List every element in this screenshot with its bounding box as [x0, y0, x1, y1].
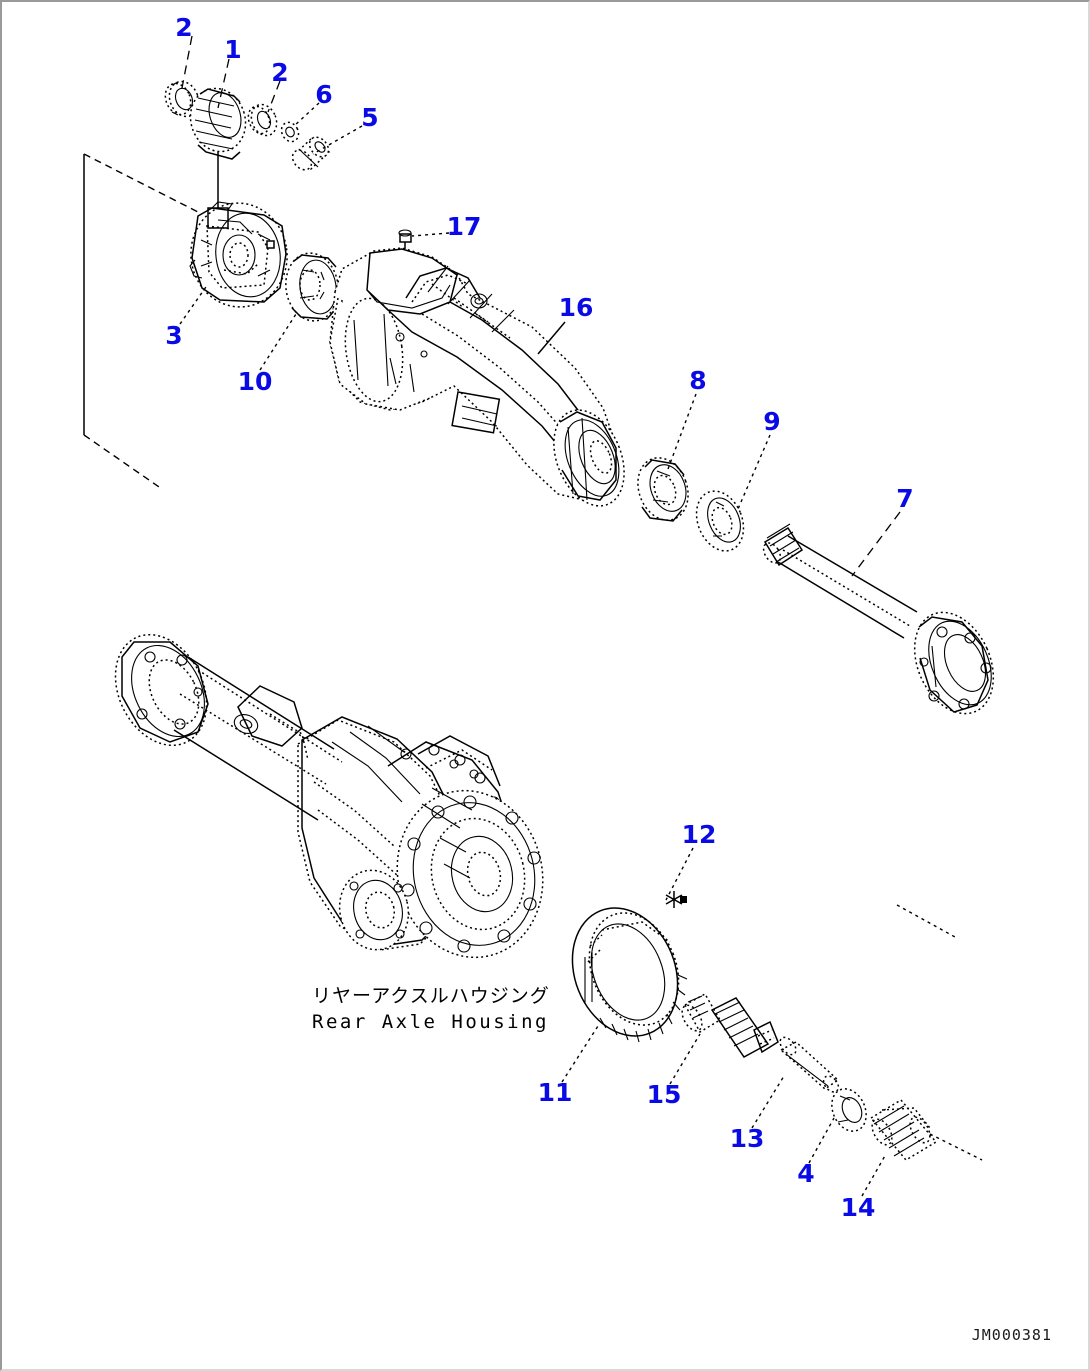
part-shaft-pin	[779, 1036, 840, 1093]
asterisk-marker	[665, 891, 683, 908]
callout-15[interactable]: 15	[647, 1080, 682, 1109]
part-pinion-shaft	[681, 992, 779, 1058]
callout-5[interactable]: 5	[361, 103, 378, 132]
caption-japanese: リヤーアクスルハウジング	[312, 985, 550, 1007]
callout-2b[interactable]: 2	[271, 58, 288, 87]
callout-11[interactable]: 11	[538, 1078, 573, 1107]
callout-6[interactable]: 6	[315, 80, 332, 109]
part-spacer-sleeve	[291, 135, 331, 171]
callout-1[interactable]: 1	[224, 35, 241, 64]
caption-english: Rear Axle Housing	[312, 1011, 549, 1033]
part-drive-pinion-gear	[189, 87, 247, 220]
callout-2a[interactable]: 2	[175, 13, 192, 42]
callout-12[interactable]: 12	[682, 820, 717, 849]
part-bearing-cone	[637, 457, 689, 522]
part-washer	[831, 1088, 867, 1132]
part-collar	[280, 121, 300, 143]
part-axle-housing-assembly	[329, 247, 625, 507]
callout-16[interactable]: 16	[559, 293, 594, 322]
reference-frame	[83, 153, 199, 490]
part-splined-coupling	[869, 1099, 983, 1161]
callout-14[interactable]: 14	[841, 1193, 876, 1222]
callout-7[interactable]: 7	[896, 484, 913, 513]
part-oil-seal	[695, 490, 745, 552]
reference-line-right	[896, 904, 956, 938]
part-ring-gear	[571, 891, 688, 1043]
part-differential-carrier	[189, 201, 288, 308]
callout-8[interactable]: 8	[689, 366, 706, 395]
callout-9[interactable]: 9	[763, 407, 780, 436]
drawing-code: JM000381	[972, 1326, 1052, 1344]
callout-10[interactable]: 10	[238, 367, 273, 396]
callout-17[interactable]: 17	[447, 212, 482, 241]
part-bearing-lower	[247, 103, 278, 137]
part-axle-shaft	[762, 523, 995, 715]
callout-labels: 2 1 2 6 5 3 10 17 16 8 9 7 12 11 15 13 4…	[165, 13, 913, 1222]
callout-3[interactable]: 3	[165, 321, 182, 350]
callout-13[interactable]: 13	[730, 1124, 765, 1153]
callout-4[interactable]: 4	[797, 1159, 814, 1188]
leader-lines	[179, 35, 901, 1197]
assembly-rear-axle-housing	[114, 633, 544, 959]
